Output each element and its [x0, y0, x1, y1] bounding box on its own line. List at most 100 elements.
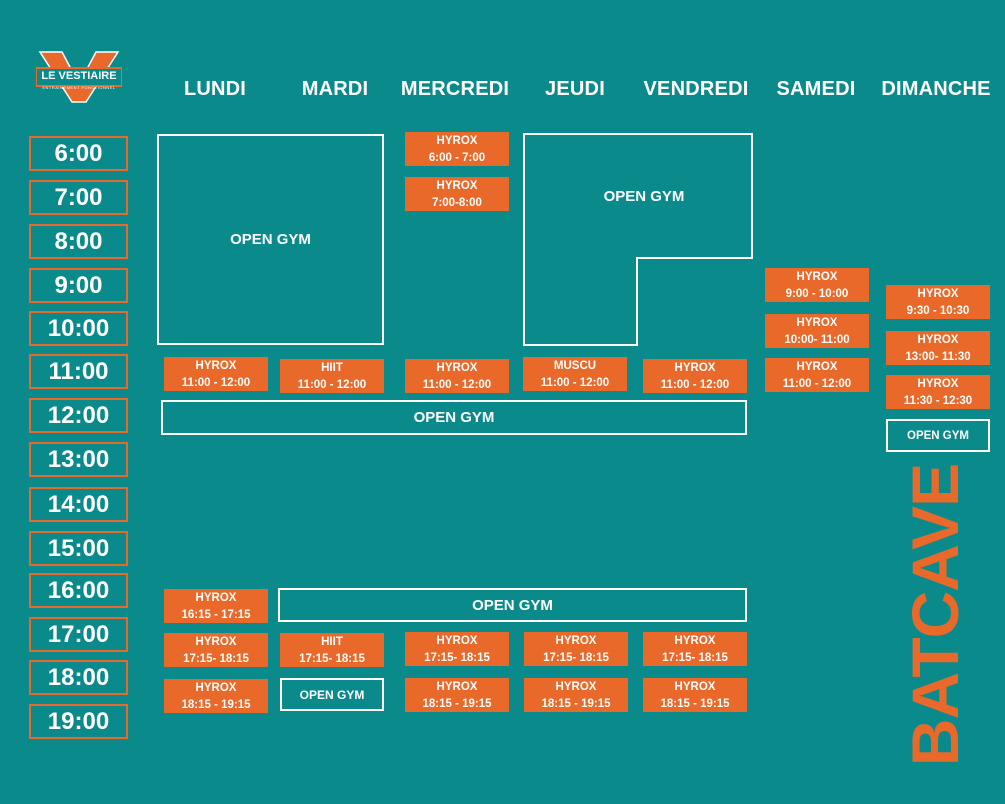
class-block: HIIT 11:00 - 12:00 [280, 359, 384, 393]
class-time: 11:00 - 12:00 [540, 377, 610, 389]
class-block: HYROX 16:15 - 17:15 [164, 589, 268, 623]
class-block: HYROX 18:15 - 19:15 [643, 678, 747, 712]
class-name: HYROX [436, 135, 478, 147]
time-slot: 15:00 [29, 531, 128, 566]
open-gym-afternoon-band: OPEN GYM [278, 588, 747, 622]
class-name: HYROX [195, 592, 237, 604]
class-time: 18:15 - 19:15 [541, 698, 611, 710]
class-time: 11:00 - 12:00 [181, 377, 251, 389]
class-time: 11:30 - 12:30 [903, 395, 973, 407]
class-name: MUSCU [553, 360, 597, 372]
class-time: 17:15- 18:15 [543, 652, 609, 664]
class-time: 17:15- 18:15 [299, 653, 365, 665]
class-time: 17:15- 18:15 [183, 653, 249, 665]
class-block: HYROX 18:15 - 19:15 [164, 679, 268, 713]
time-slot: 10:00 [29, 311, 128, 346]
day-jeudi: JEUDI [545, 78, 605, 100]
open-gym-label: OPEN GYM [230, 231, 311, 248]
class-block: HYROX 17:15- 18:15 [164, 633, 268, 667]
time-slot: 14:00 [29, 487, 128, 522]
class-name: HYROX [917, 288, 959, 300]
time-slot: 8:00 [29, 224, 128, 259]
day-mardi: MARDI [301, 78, 369, 100]
time-slot: 19:00 [29, 704, 128, 739]
class-block: HYROX 9:30 - 10:30 [886, 285, 990, 319]
class-time: 17:15- 18:15 [662, 652, 728, 664]
class-name: HYROX [796, 361, 838, 373]
class-block: HYROX 11:30 - 12:30 [886, 375, 990, 409]
open-gym-jeudi-vendredi-shape [523, 133, 753, 346]
time-slot: 7:00 [29, 180, 128, 215]
class-name: HYROX [917, 334, 959, 346]
class-block: HYROX 11:00 - 12:00 [405, 359, 509, 393]
open-gym-mardi-evening: OPEN GYM [280, 678, 384, 711]
class-time: 18:15 - 19:15 [422, 698, 492, 710]
brand-tagline: ENTRAINEMENT FONCTIONNEL [42, 85, 116, 90]
v-logo-icon [35, 51, 123, 103]
class-block: HYROX 18:15 - 19:15 [405, 678, 509, 712]
time-slot: 16:00 [29, 573, 128, 608]
class-time: 17:15- 18:15 [424, 652, 490, 664]
class-time: 6:00 - 7:00 [428, 152, 486, 164]
day-mercredi: MERCREDI [400, 78, 510, 100]
class-block: HYROX 6:00 - 7:00 [405, 132, 509, 166]
open-gym-label: OPEN GYM [472, 596, 553, 614]
time-slot: 9:00 [29, 268, 128, 303]
class-name: HYROX [674, 681, 716, 693]
class-name: HYROX [195, 682, 237, 694]
class-block: HYROX 17:15- 18:15 [405, 632, 509, 666]
day-samedi: SAMEDI [776, 78, 856, 100]
batcave-text: BATCAVE [898, 463, 972, 767]
class-name: HYROX [195, 360, 237, 372]
class-time: 16:15 - 17:15 [181, 609, 251, 621]
open-gym-lundi-mardi-morning: OPEN GYM [157, 134, 384, 345]
class-time: 18:15 - 19:15 [181, 699, 251, 711]
class-time: 9:00 - 10:00 [785, 288, 849, 300]
open-gym-label: OPEN GYM [413, 409, 495, 426]
open-gym-dimanche: OPEN GYM [886, 419, 990, 452]
class-block: HYROX 11:00 - 12:00 [164, 357, 268, 391]
time-slot: 12:00 [29, 398, 128, 433]
class-name: HYROX [436, 180, 478, 192]
class-block: HYROX 9:00 - 10:00 [765, 268, 869, 302]
class-name: HYROX [436, 362, 478, 374]
class-name: HYROX [796, 317, 838, 329]
class-name: HYROX [436, 681, 478, 693]
class-time: 9:30 - 10:30 [906, 305, 970, 317]
class-block: HIIT 17:15- 18:15 [280, 633, 384, 667]
day-lundi: LUNDI [183, 78, 247, 100]
time-slot: 18:00 [29, 660, 128, 695]
time-slot: 13:00 [29, 442, 128, 477]
open-gym-label: OPEN GYM [299, 687, 365, 702]
class-time: 10:00- 11:00 [784, 334, 850, 346]
class-time: 11:00 - 12:00 [297, 379, 367, 391]
class-time: 18:15 - 19:15 [660, 698, 730, 710]
class-time: 7:00-8:00 [432, 197, 482, 209]
class-block: HYROX 11:00 - 12:00 [643, 359, 747, 393]
batcave-label: BATCAVE [880, 464, 990, 766]
time-slot: 6:00 [29, 136, 128, 171]
class-block: HYROX 10:00- 11:00 [765, 314, 869, 348]
open-gym-label: OPEN GYM [603, 188, 685, 205]
class-time: 11:00 - 12:00 [660, 379, 730, 391]
brand-name: LE VESTIAIRE [41, 70, 117, 82]
class-block: HYROX 17:15- 18:15 [643, 632, 747, 666]
class-name: HYROX [796, 271, 838, 283]
day-dimanche: DIMANCHE [881, 78, 991, 100]
class-time: 13:00- 11:30 [905, 351, 971, 363]
class-name: HYROX [555, 681, 597, 693]
class-block: MUSCU 11:00 - 12:00 [523, 357, 627, 391]
class-name: HYROX [917, 378, 959, 390]
class-time: 11:00 - 12:00 [782, 378, 852, 390]
class-block: HYROX 7:00-8:00 [405, 177, 509, 211]
class-name: HYROX [195, 636, 237, 648]
open-gym-noon-band: OPEN GYM [161, 400, 747, 435]
class-name: HYROX [674, 362, 716, 374]
class-block: HYROX 17:15- 18:15 [524, 632, 628, 666]
day-vendredi: VENDREDI [643, 78, 749, 100]
le-vestiaire-logo: LE VESTIAIRE ENTRAINEMENT FONCTIONNEL [35, 50, 123, 104]
time-slot: 11:00 [29, 354, 128, 389]
class-name: HIIT [321, 362, 343, 374]
class-name: HYROX [674, 635, 716, 647]
class-name: HYROX [555, 635, 597, 647]
